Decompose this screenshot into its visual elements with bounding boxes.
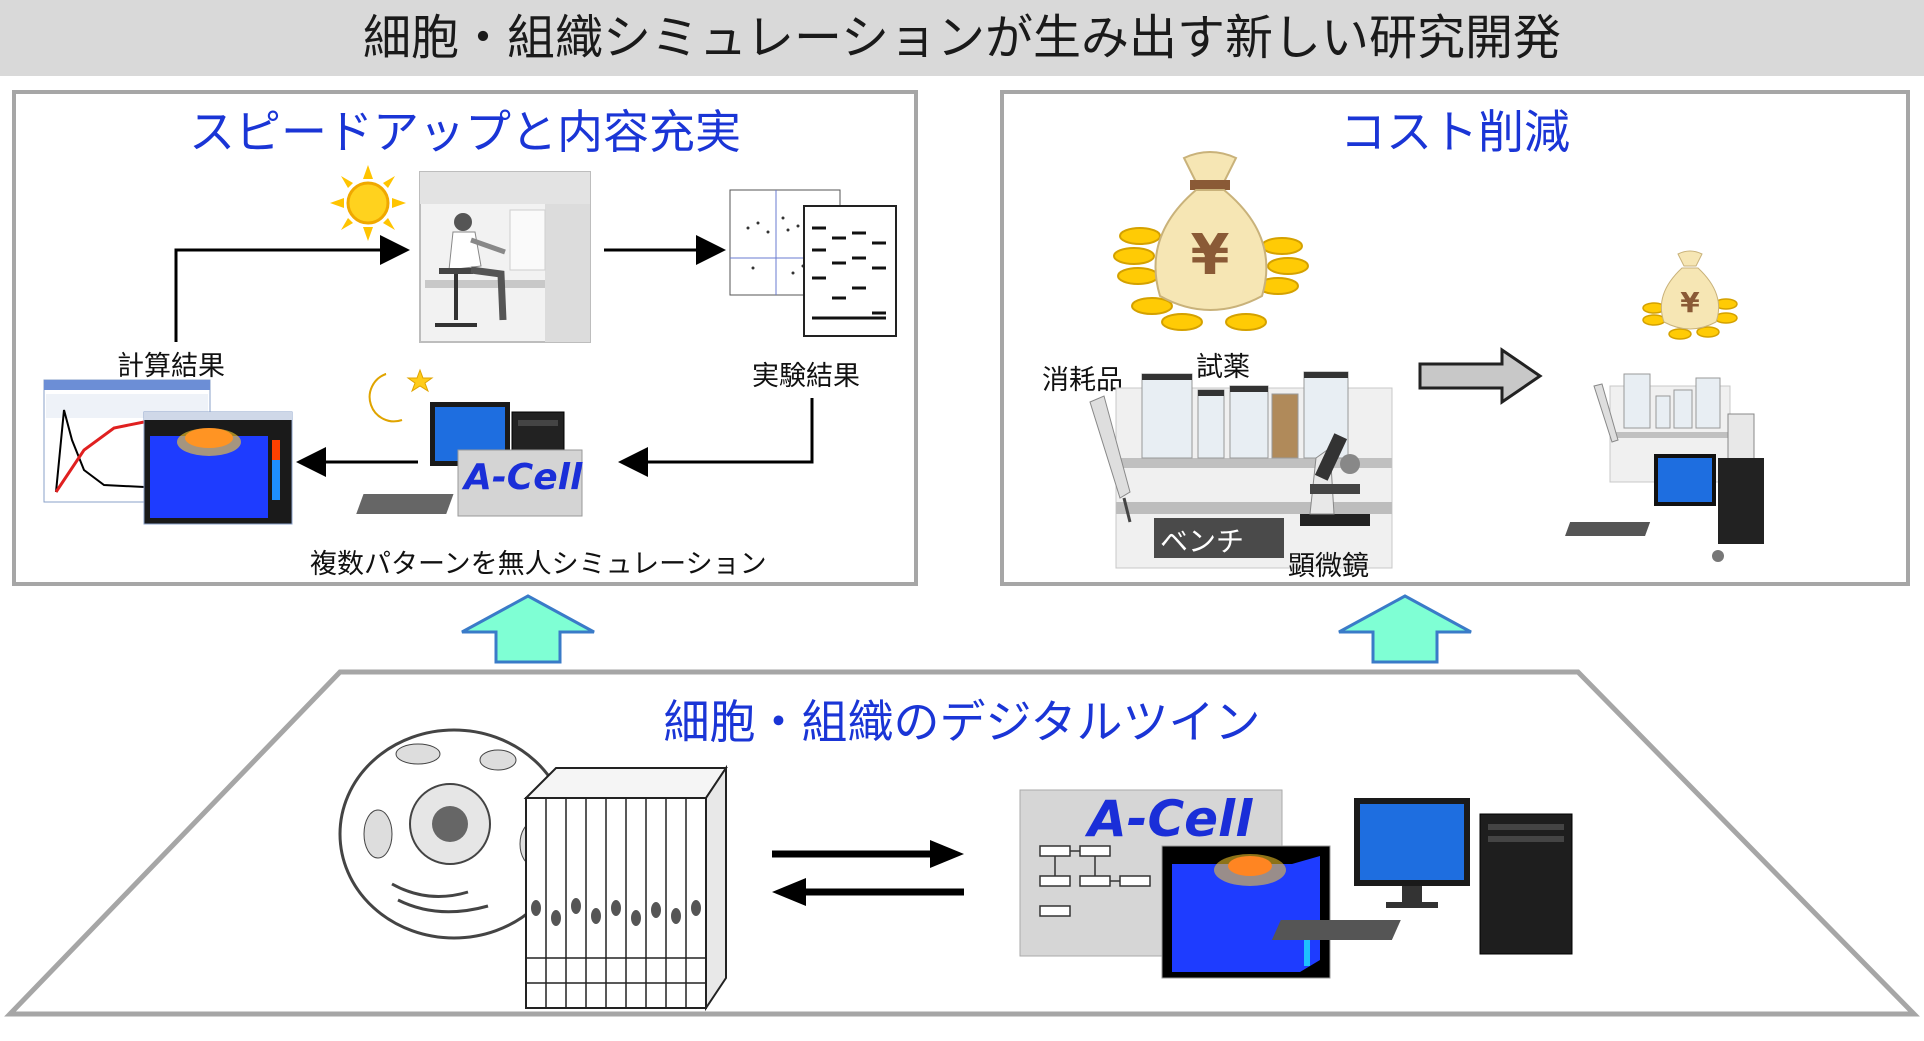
experiment-results-image [729,189,897,337]
digital-twin-heading: 細胞・組織のデジタルツイン [663,695,1261,749]
a-cell-model-image [1019,789,1331,979]
sun-icon [330,165,406,241]
exp-result-label: 実験結果 [752,361,860,392]
calc-result-image [43,379,293,525]
cost-reduction-heading: コスト削減 [1340,105,1570,159]
desktop-computer-icon [1271,798,1573,955]
page-title: 細胞・組織シミュレーションが生み出す新しい研究開発 [362,10,1562,66]
unattended-simulation-label: 複数パターンを無人シミュレーション [310,549,767,580]
clean-bench-image [419,171,591,343]
microscope-label: 顕微鏡 [1288,551,1369,582]
reduction-arrow [1418,347,1543,405]
consumables-label: 消耗品 [1042,365,1123,396]
bidirectional-arrows [772,840,964,906]
yen-symbol-small: ¥ [1680,286,1700,319]
a-cell-logo: A-Cell [464,457,583,498]
microscope-icon [1300,433,1370,526]
money-bag-small-icon: ¥ [1642,250,1738,340]
cell-illustration [338,728,728,1012]
flow-arrows [174,235,814,477]
calc-result-label: 計算結果 [117,351,225,382]
speed-up-heading: スピードアップと内容充実 [189,105,741,159]
title-bar: 細胞・組織シミュレーションが生み出す新しい研究開発 [0,0,1924,76]
yen-symbol-large: ¥ [1191,223,1230,288]
a-cell-logo-bottom: A-Cell [1088,790,1253,848]
up-arrow-left [461,594,595,664]
money-bag-large-icon: ¥ [1113,151,1309,331]
moon-icon [368,368,434,423]
up-arrow-right [1338,594,1472,664]
reduced-lab-image [1565,373,1764,562]
simulation-computer-image [356,402,583,517]
bench-label: ベンチ [1160,525,1245,558]
reagents-label: 試薬 [1196,352,1250,383]
